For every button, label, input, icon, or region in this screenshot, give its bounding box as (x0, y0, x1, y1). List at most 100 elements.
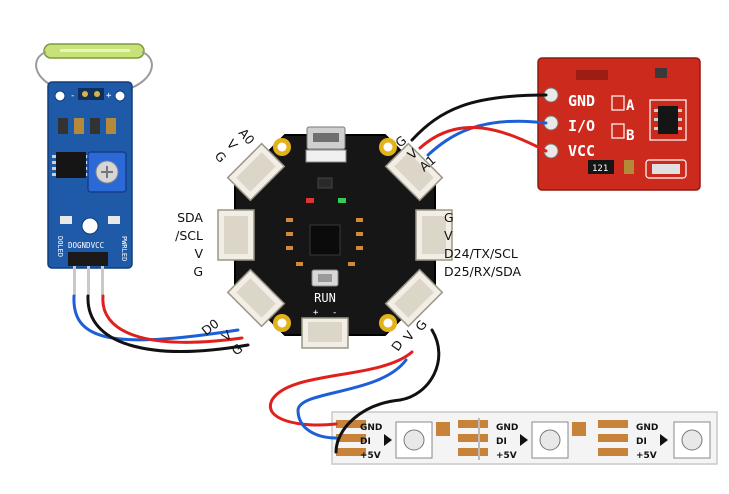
controller-board: RUN + - (217, 126, 453, 349)
jumper-b-label: B (626, 128, 634, 144)
touch-smd (576, 70, 608, 80)
strip-pad-label-5v-3: +5V (636, 451, 657, 461)
label-tl-a0: A0 (236, 125, 258, 147)
potentiometer-slot (101, 166, 113, 178)
port-bottom-right-connector[interactable] (384, 268, 444, 328)
strip-pad (598, 420, 628, 428)
label-left-v: V (194, 246, 203, 261)
smd-parts (286, 218, 363, 266)
port-right-socket (422, 216, 446, 254)
smd-capacitor (74, 118, 84, 134)
smd-resistor (90, 118, 100, 134)
label-br-g: G (412, 317, 430, 334)
mount-hole-center (81, 217, 99, 235)
resistor-121 (588, 160, 614, 174)
mount-hole-tr-center (383, 142, 393, 152)
reed-pin-header (68, 252, 108, 266)
led-segment: GND DI +5V (598, 420, 711, 461)
label-left-sda: SDA (177, 210, 203, 225)
label-left-scl: /SCL (175, 228, 203, 243)
touch-label-io: I/O (568, 117, 595, 135)
strip-pad-label-gnd: GND (360, 423, 382, 433)
ws2812-lens (681, 429, 703, 451)
reed-pin-labels: DOGNDVCC (68, 241, 104, 250)
data-direction-arrow (660, 434, 668, 446)
pwr-led-label: PWRLED (120, 236, 128, 261)
label-right-d25: D25/RX/SDA (444, 264, 522, 279)
led-segment: GND DI +5V (458, 418, 586, 461)
strip-pad (458, 434, 488, 442)
mount-hole (54, 90, 66, 102)
wire-blue-touch-io (426, 119, 548, 157)
wire-blue-strip-di (296, 358, 408, 440)
reed-header-pins (73, 266, 104, 296)
port-top-right-connector[interactable] (384, 142, 444, 202)
strip-pad (336, 434, 366, 442)
jumper-a-label: A (626, 98, 635, 114)
strip-pad (458, 420, 488, 428)
touch-sensor-module: GND I/O VCC A B 121 (537, 57, 701, 191)
wire-black-reed-g (86, 294, 250, 353)
label-bl-g: G (229, 341, 246, 359)
led-green (338, 198, 346, 203)
reed-pad (82, 91, 88, 97)
strip-pad-label-di-2: DI (496, 437, 507, 447)
port-bottom-left-connector[interactable] (226, 268, 286, 328)
reed-lead-right (125, 51, 153, 91)
reed-pad (94, 91, 100, 97)
touch-smd-cap (655, 68, 667, 78)
bottom-port-minus: - (332, 308, 337, 318)
port-left-socket (224, 216, 248, 254)
strip-pad-label-gnd-2: GND (496, 423, 518, 433)
port-top-left-connector[interactable] (226, 142, 286, 202)
wire-red-strip-5v (268, 350, 414, 427)
led-strip: GND DI +5V GND DI +5V GND DI (331, 411, 718, 465)
cut-line (478, 418, 480, 460)
chip-outline (649, 99, 687, 141)
ws2812-lens (403, 429, 425, 451)
strip-pad (336, 420, 366, 428)
strip-pad-label-di-3: DI (636, 437, 647, 447)
strip-pad-label-5v: +5V (360, 451, 381, 461)
mount-hole-br-center (383, 318, 393, 328)
bottom-port-plus: + (313, 308, 319, 318)
touch-smd-cap2 (624, 160, 634, 174)
smd-capacitor (106, 118, 116, 134)
usb-slot (313, 133, 339, 142)
cap-pad (436, 422, 450, 436)
wire-red-reed-v (101, 294, 244, 344)
smd-resistor (58, 118, 68, 134)
run-button-cap (318, 274, 332, 282)
wire-black-strip-gnd (334, 328, 441, 454)
wires (72, 93, 548, 454)
data-direction-arrow (520, 434, 528, 446)
jumper-mark-plus: + (106, 91, 112, 101)
ws2812-lens (539, 429, 561, 451)
wire-red-touch-vcc (418, 126, 548, 153)
strip-pad-label-5v-2: +5V (496, 451, 517, 461)
label-br-d: D (388, 337, 406, 354)
strip-pad (598, 434, 628, 442)
wire-black-touch-gnd (410, 93, 548, 142)
label-right-v: V (444, 228, 453, 243)
jumper-mark-minus: - (70, 91, 75, 101)
data-direction-arrow (384, 434, 392, 446)
strip-pad-label-gnd-3: GND (636, 423, 658, 433)
strip-pad-label-di: DI (360, 437, 371, 447)
led-segment: GND DI +5V (336, 420, 450, 461)
touch-label-vcc: VCC (568, 142, 595, 160)
resistor-code: 121 (592, 164, 608, 174)
strip-pad (598, 448, 628, 456)
mount-hole-tl-center (277, 142, 287, 152)
touch-ic-pins (654, 109, 682, 130)
run-button-label: RUN (314, 291, 336, 305)
jumper-b-box (611, 123, 625, 139)
led-red (306, 198, 314, 203)
cap-pad (572, 422, 586, 436)
label-br-v: V (400, 328, 417, 344)
label-tl-v: V (224, 136, 241, 153)
main-mcu (309, 224, 341, 256)
touch-led-outline (645, 159, 687, 179)
reed-header (78, 88, 104, 100)
